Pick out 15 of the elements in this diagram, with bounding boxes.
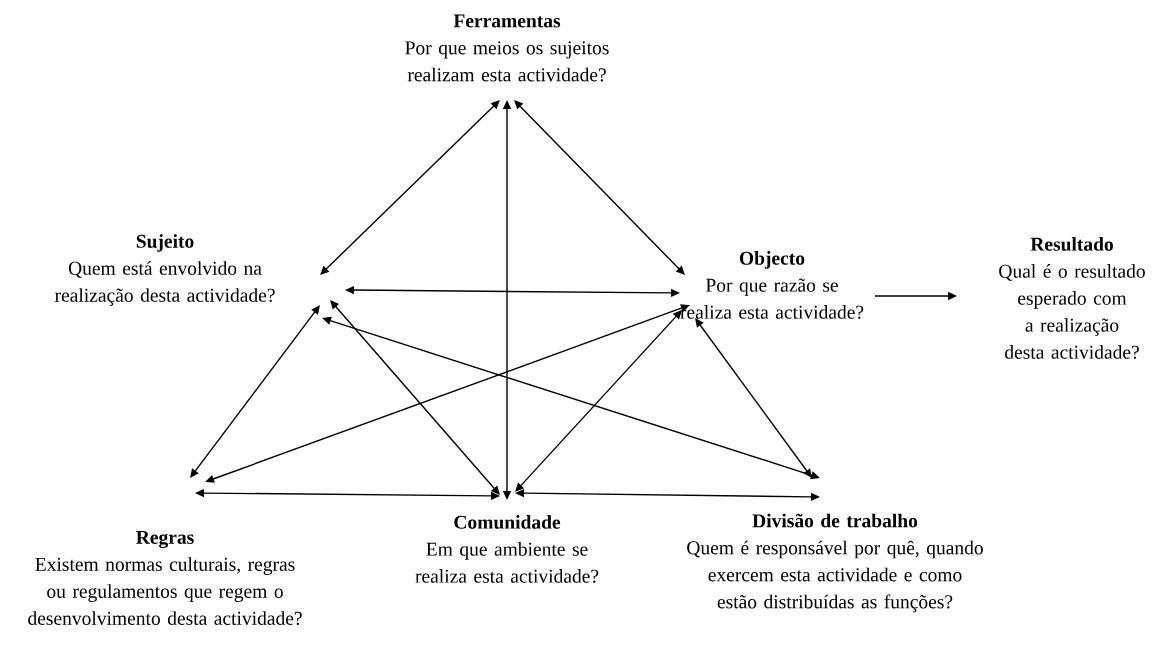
text-label: Sujeito Quem está envolvido na realização desta actividade? xyxy=(55,234,275,306)
arrow xyxy=(190,305,320,478)
arrow xyxy=(695,318,812,478)
arrow xyxy=(330,300,500,495)
arrow xyxy=(514,100,685,275)
arrow xyxy=(205,304,690,483)
text-label: Regras Existem normas culturais, regras ou regulamentos que regem o desenvolvimento desta actividade? xyxy=(28,530,302,625)
arrow xyxy=(322,316,820,480)
text-label: Objecto Por que razão se realiza esta actividade? xyxy=(680,251,864,319)
text-label: Comunidade Em que ambiente se realiza esta actividade? xyxy=(415,515,599,583)
arrow xyxy=(515,310,682,492)
text-label: Ferramentas Por que meios os sujeitos realizam esta actividade? xyxy=(405,14,609,82)
text-label: Divisão de trabalho Quem é responsável por quê, quando exercem esta actividade e como estão distribuídas as funções? xyxy=(687,513,983,613)
arrow xyxy=(320,100,500,275)
text-label: Resultado Qual é o resultado esperado com a realização desta actividade? xyxy=(999,237,1145,359)
